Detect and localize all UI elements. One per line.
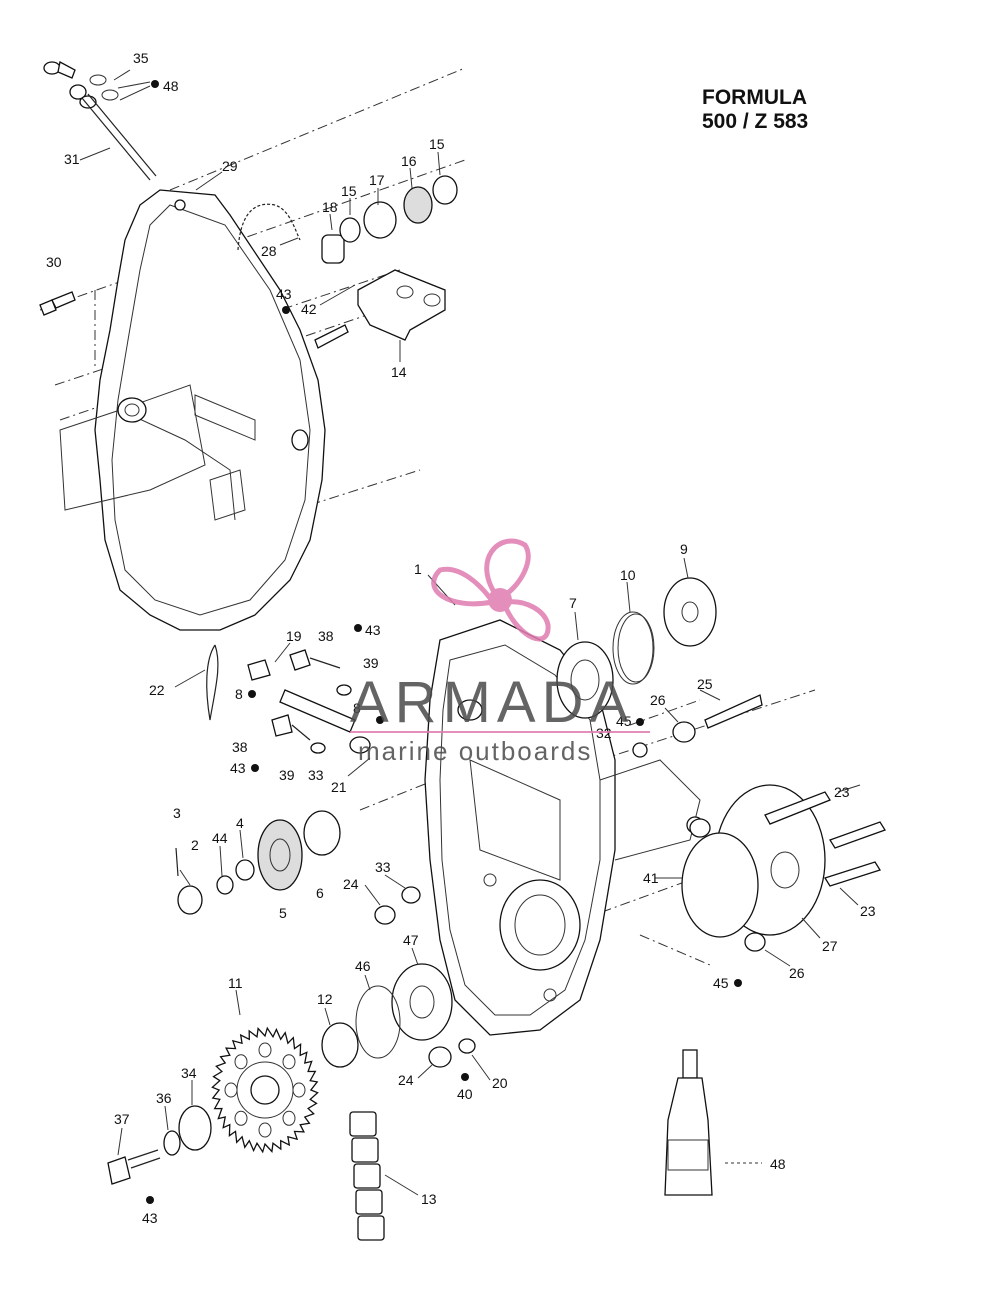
- sprocket-hole: [292, 1082, 306, 1098]
- callout-labels: 35 48 31 29 30 28 18 15 17 16 15 43 42 1…: [46, 50, 876, 1226]
- callout: 48: [770, 1156, 786, 1172]
- callout: 3: [173, 805, 181, 821]
- armada-watermark: ARMADA marine outboards: [350, 538, 650, 766]
- callout: 14: [391, 364, 407, 380]
- callout: 34: [181, 1065, 197, 1081]
- callout: 26: [650, 692, 666, 708]
- callout: 18: [322, 199, 338, 215]
- callout: 45: [713, 975, 729, 991]
- callout: 43: [142, 1210, 158, 1226]
- chaincase-housing: [424, 619, 704, 1036]
- tensioner-parts: [321, 175, 458, 264]
- callout: 30: [46, 254, 62, 270]
- callout: 1: [414, 561, 422, 577]
- callout: 12: [317, 991, 333, 1007]
- callout: 19: [286, 628, 302, 644]
- callout: 24: [343, 876, 359, 892]
- callout: 26: [789, 965, 805, 981]
- sprocket-bolt-group: [107, 1105, 212, 1204]
- callout: 36: [156, 1090, 172, 1106]
- bolt-30: [39, 291, 76, 316]
- adjuster-bolts: [247, 624, 384, 772]
- callout: 38: [318, 628, 334, 644]
- callout: 23: [860, 903, 876, 919]
- callout: 28: [261, 243, 277, 259]
- sprocket-hole: [282, 1054, 296, 1070]
- propeller-logo: [431, 538, 551, 642]
- callout: 41: [643, 870, 659, 886]
- callout: 45: [616, 713, 632, 729]
- bracket-14: [282, 269, 446, 349]
- callout: 46: [355, 958, 371, 974]
- diagram-title-line2: 500 / Z 583: [702, 110, 808, 133]
- callout: 21: [331, 779, 347, 795]
- callout: 48: [163, 78, 179, 94]
- tension-shaft-group: [43, 61, 159, 181]
- callout: 13: [421, 1191, 437, 1207]
- sprocket-hole: [234, 1110, 248, 1126]
- callout: 47: [403, 932, 419, 948]
- sprocket-hole: [224, 1082, 238, 1098]
- callout: 33: [375, 859, 391, 875]
- callout: 10: [620, 567, 636, 583]
- callout: 7: [569, 595, 577, 611]
- thread-locker-bottle: [664, 1049, 762, 1196]
- callout: 15: [341, 183, 357, 199]
- callout: 38: [232, 739, 248, 755]
- bearing-cover: [636, 694, 886, 987]
- callout: 29: [222, 158, 238, 174]
- sprocket-hole: [258, 1042, 272, 1058]
- callout: 27: [822, 938, 838, 954]
- drive-chain: [349, 1111, 385, 1241]
- watermark-brand: ARMADA: [350, 670, 634, 735]
- callout: 4: [236, 815, 244, 831]
- callout: 11: [228, 975, 243, 991]
- callout: 42: [301, 301, 317, 317]
- chaincase-cover: [59, 189, 326, 631]
- drive-gear-group: [175, 810, 341, 915]
- sprocket-hole: [258, 1122, 272, 1138]
- callout: 24: [398, 1072, 414, 1088]
- cotter-pin: [206, 644, 219, 721]
- callout: 23: [834, 784, 850, 800]
- callout: 43: [365, 622, 381, 638]
- callout: 17: [369, 172, 385, 188]
- bearings-rings: [321, 577, 717, 1068]
- callout: 25: [697, 676, 713, 692]
- callout: 22: [149, 682, 165, 698]
- nuts-washers: [374, 886, 476, 1081]
- callout: 6: [316, 885, 324, 901]
- callout: 8: [353, 700, 361, 716]
- callout: 43: [276, 286, 292, 302]
- callout: 8: [235, 686, 243, 702]
- leader-lines: [79, 147, 861, 1196]
- callout: 31: [64, 151, 80, 167]
- callout: 20: [492, 1075, 508, 1091]
- large-sprocket: [211, 1026, 319, 1154]
- callout: 2: [191, 837, 199, 853]
- callout: 16: [401, 153, 417, 169]
- sprocket-hole: [282, 1110, 296, 1126]
- callout: 5: [279, 905, 287, 921]
- callout: 9: [680, 541, 688, 557]
- diagram-title-line1: FORMULA: [702, 86, 807, 109]
- callout: 43: [230, 760, 246, 776]
- chain-piece: [237, 203, 301, 251]
- callout: 40: [457, 1086, 473, 1102]
- callout: 44: [212, 830, 228, 846]
- watermark-tagline: marine outboards: [358, 736, 592, 766]
- callout: 33: [308, 767, 324, 783]
- sprocket-hole: [234, 1054, 248, 1070]
- callout: 15: [429, 136, 445, 152]
- callout: 35: [133, 50, 149, 66]
- callout: 39: [279, 767, 295, 783]
- callout: 37: [114, 1111, 130, 1127]
- callout: 39: [363, 655, 379, 671]
